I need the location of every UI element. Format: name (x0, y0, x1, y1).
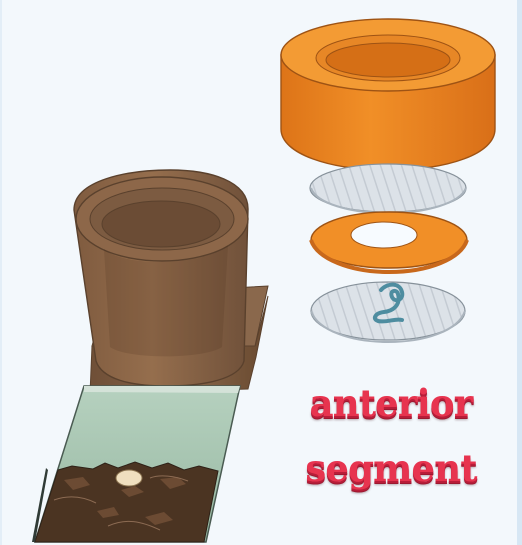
cup-opening (102, 201, 220, 247)
left-assembly (32, 170, 268, 542)
orange-washer-hole (351, 222, 417, 248)
slide-top-edge (84, 386, 240, 393)
right-frame-border (517, 0, 522, 545)
seed (116, 470, 142, 486)
orange-cup-opening (326, 43, 450, 77)
left-frame-border (0, 0, 2, 545)
caption-line-1: anterior (286, 385, 496, 422)
caption-line-2: segment (286, 450, 496, 487)
right-assembly (281, 19, 495, 342)
